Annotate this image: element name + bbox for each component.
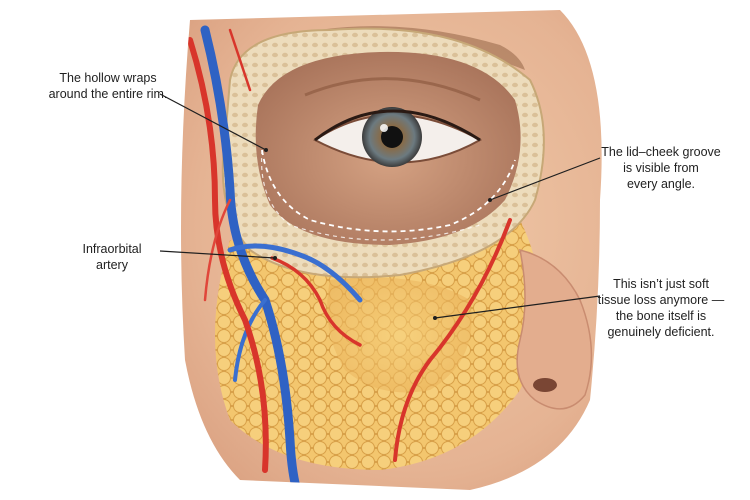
- groove-outline-lower: [261, 149, 516, 233]
- artery-branch: [203, 198, 232, 302]
- leader-hollow: [159, 93, 267, 151]
- vein-branch: [233, 298, 267, 382]
- annotation-bone-deficiency: This isn’t just soft tissue loss anymore…: [597, 277, 725, 339]
- facial-vein: [200, 25, 305, 490]
- central-fat-compartment: [327, 277, 472, 393]
- annotation-infraorbital-artery: Infraorbital artery: [82, 242, 142, 272]
- pupil: [381, 126, 403, 148]
- leader-dot: [488, 198, 492, 202]
- infraorbital-artery: [270, 256, 362, 347]
- leader-dot: [264, 148, 268, 152]
- leader-dot: [273, 256, 277, 260]
- nose: [516, 248, 593, 410]
- vein-branch: [227, 243, 363, 303]
- annotation-hollow: The hollow wraps around the entire rim.: [48, 71, 168, 101]
- groove-outline-outer: [260, 149, 481, 241]
- artery-branch: [228, 28, 252, 92]
- eye-highlight: [380, 124, 388, 132]
- leader-artery: [159, 250, 276, 259]
- artery-branch: [393, 218, 512, 462]
- upper-lashes: [314, 109, 481, 142]
- nostril: [533, 378, 557, 392]
- facial-artery: [187, 37, 269, 473]
- leader-dot: [433, 316, 437, 320]
- upper-lid-crease: [304, 77, 481, 102]
- leader-bone: [434, 295, 601, 319]
- annotation-lid-cheek-groove: The lid–cheek groove is visible from eve…: [601, 145, 721, 191]
- leader-groove: [489, 157, 601, 201]
